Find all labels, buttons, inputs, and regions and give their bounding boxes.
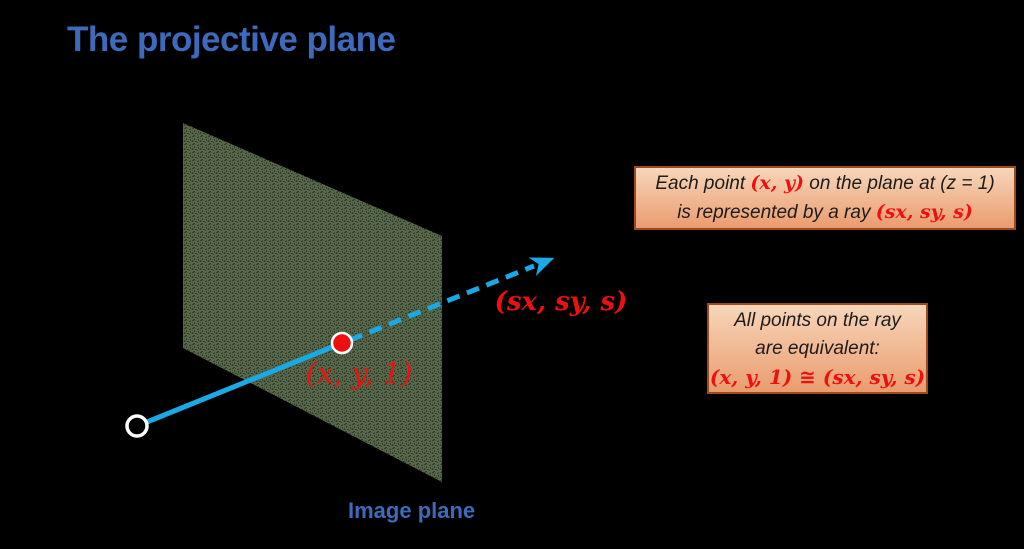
callout-each-point-line2-math: (sx, sy, s) <box>875 201 973 223</box>
ray-origin-point <box>125 414 149 438</box>
ray-label: (sx, sy, s) <box>494 287 628 317</box>
callout-equivalence-line1: All points on the ray <box>734 309 901 331</box>
page-title: The projective plane <box>67 20 396 59</box>
callout-each-point-line1: Each point (x, y) on the plane at (z = 1… <box>636 169 1014 198</box>
callout-equivalence-line3-math: (x, y, 1) ≅ (sx, sy, s) <box>709 364 926 389</box>
callout-each-point-line1-pre: Each point <box>655 173 751 194</box>
callout-each-point-line1-math: (x, y) <box>750 172 804 194</box>
callout-each-point: Each point (x, y) on the plane at (z = 1… <box>634 166 1016 230</box>
callout-each-point-line2-pre: is represented by a ray <box>677 202 876 223</box>
image-point-label: (x, y, 1) <box>305 356 413 390</box>
ray-solid-segment <box>144 340 345 425</box>
callout-each-point-line1-post: on the plane at (z = 1) <box>804 173 995 194</box>
callout-equivalence-line2: are equivalent: <box>755 337 880 359</box>
image-plane-label: Image plane <box>348 498 476 523</box>
callout-each-point-line2: is represented by a ray (sx, sy, s) <box>636 198 1014 227</box>
image-plane-surface <box>183 123 442 482</box>
ray-dashed-segment <box>349 257 555 343</box>
image-point <box>330 331 354 355</box>
callout-equivalence: All points on the ray are equivalent: (x… <box>707 303 928 394</box>
